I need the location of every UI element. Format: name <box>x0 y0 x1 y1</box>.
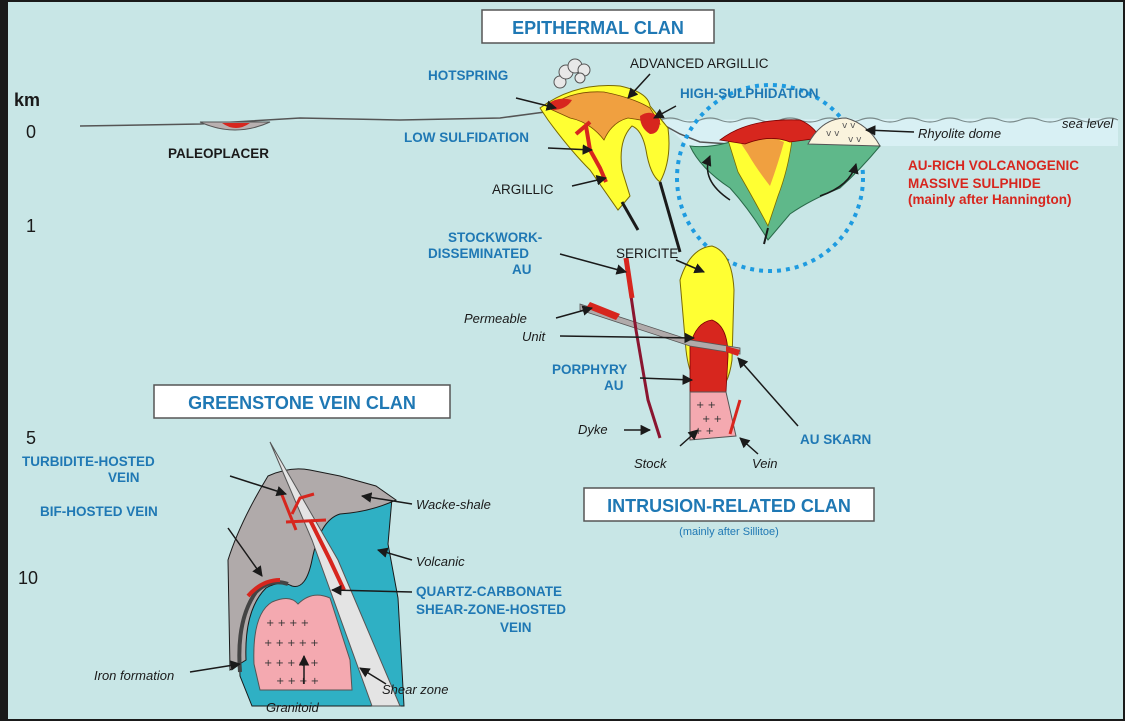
label-porphyry-line1: PORPHYRY <box>552 362 627 377</box>
svg-text:+ +: + + <box>702 414 722 425</box>
label-dyke: Dyke <box>578 422 608 437</box>
depth-tick-5: 5 <box>26 428 36 448</box>
label-iron-formation: Iron formation <box>94 668 174 683</box>
label-permeable: Permeable <box>464 311 527 326</box>
label-stockwork-line2: DISSEMINATED <box>428 246 529 261</box>
label-unit: Unit <box>522 329 547 344</box>
depth-tick-0: 0 <box>26 122 36 142</box>
label-hotspring: HOTSPRING <box>428 68 508 83</box>
label-vein: Vein <box>752 456 778 471</box>
label-quartz-line1: QUARTZ-CARBONATE <box>416 584 562 599</box>
svg-text:v v: v v <box>848 135 862 145</box>
svg-text:v v: v v <box>842 121 856 131</box>
label-wacke-shale: Wacke-shale <box>416 497 491 512</box>
label-au-skarn: AU SKARN <box>800 432 871 447</box>
label-advanced-argillic: ADVANCED ARGILLIC <box>630 56 769 71</box>
porphyry-red-core <box>690 320 728 392</box>
label-granitoid: Granitoid <box>266 700 320 715</box>
svg-text:v v: v v <box>826 129 840 139</box>
left-frame-band <box>0 0 8 721</box>
svg-text:+ + + + +: + + + + + <box>264 658 319 669</box>
label-porphyry-line2: AU <box>604 378 624 393</box>
turbidite-vein-2 <box>286 520 326 522</box>
label-vms-line2: MASSIVE SULPHIDE <box>908 176 1041 191</box>
label-stock: Stock <box>634 456 668 471</box>
depth-tick-10: 10 <box>18 568 38 588</box>
epithermal-title: EPITHERMAL CLAN <box>512 18 684 38</box>
label-turbidite-line1: TURBIDITE-HOSTED <box>22 454 155 469</box>
label-low-sulfidation: LOW SULFIDATION <box>404 130 529 145</box>
label-stockwork-line1: STOCKWORK- <box>448 230 542 245</box>
svg-text:+ + + +: + + + + <box>276 676 319 687</box>
intrusion-title: INTRUSION-RELATED CLAN <box>607 496 851 516</box>
depth-unit: km <box>14 90 40 110</box>
label-turbidite-line2: VEIN <box>108 470 140 485</box>
label-stockwork-line3: AU <box>512 262 532 277</box>
greenstone-title: GREENSTONE VEIN CLAN <box>188 393 416 413</box>
label-shear-zone: Shear zone <box>382 682 449 697</box>
depth-tick-1: 1 <box>26 216 36 236</box>
svg-text:+ + + + +: + + + + + <box>264 638 319 649</box>
label-bif: BIF-HOSTED VEIN <box>40 504 158 519</box>
label-rhyolite-dome: Rhyolite dome <box>918 126 1001 141</box>
label-sericite: SERICITE <box>616 246 678 261</box>
svg-text:+ + + +: + + + + <box>266 618 309 629</box>
label-paleoplacer: PALEOPLACER <box>168 146 269 161</box>
label-high-sulphidation: HIGH-SULPHIDATION <box>680 86 819 101</box>
label-vms-credit: (mainly after Hannington) <box>908 192 1072 207</box>
intrusion-credit: (mainly after Sillitoe) <box>679 526 779 538</box>
label-quartz-line3: VEIN <box>500 620 532 635</box>
svg-text:+ +: + + <box>696 400 716 411</box>
label-quartz-line2: SHEAR-ZONE-HOSTED <box>416 602 566 617</box>
label-sea-level: sea level <box>1062 116 1114 131</box>
label-vms-line1: AU-RICH VOLCANOGENIC <box>908 158 1079 173</box>
label-volcanic: Volcanic <box>416 554 465 569</box>
label-argillic: ARGILLIC <box>492 182 554 197</box>
